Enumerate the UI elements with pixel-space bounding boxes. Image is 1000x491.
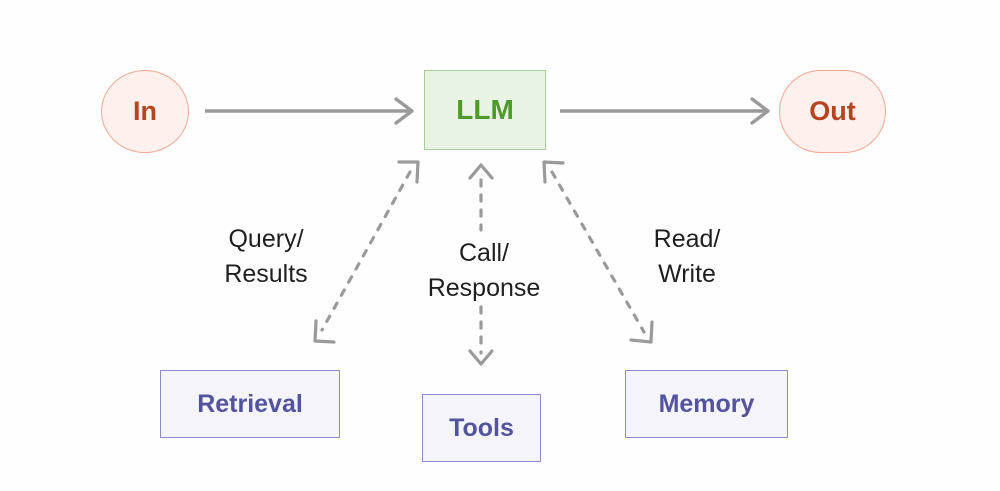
node-retrieval[interactable]: Retrieval <box>160 370 340 438</box>
node-tools[interactable]: Tools <box>422 394 541 462</box>
node-input[interactable]: In <box>101 70 189 153</box>
edge-llm-to-out <box>560 97 770 125</box>
node-llm[interactable]: LLM <box>424 70 546 150</box>
edge-in-to-llm <box>205 97 414 125</box>
edge-label-read-write: Read/ Write <box>653 225 721 288</box>
node-output[interactable]: Out <box>779 70 886 153</box>
edge-label-call-response: Call/ Response <box>427 239 541 302</box>
edge-label-query-results: Query/ Results <box>224 225 308 288</box>
node-memory[interactable]: Memory <box>625 370 788 438</box>
